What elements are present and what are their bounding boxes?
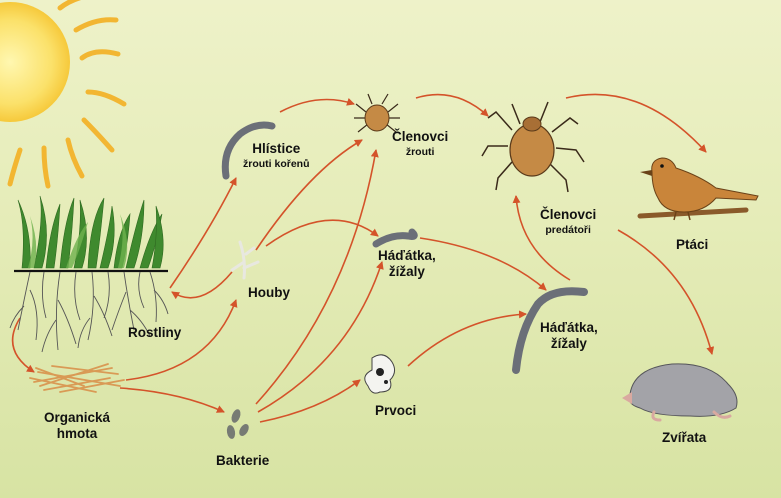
earthworm-icon-1 bbox=[372, 228, 418, 248]
arrow-clenovci-predatori bbox=[415, 93, 489, 117]
arrow-bakterie-hadatka bbox=[257, 261, 384, 413]
arrow-houby-hadatka bbox=[265, 219, 379, 247]
label-hlistice: Hlístice žrouti kořenů bbox=[243, 141, 310, 170]
arrow-rostliny-hlistice bbox=[169, 177, 237, 289]
arrow-prvoci-hadatka bbox=[407, 310, 527, 367]
mite-small-icon bbox=[354, 93, 400, 133]
label-rostliny: Rostliny bbox=[128, 325, 182, 340]
arrow-hadatka-predatori bbox=[512, 195, 571, 281]
label-hadatka-zizaly-1: Háďátka, žížaly bbox=[378, 248, 436, 279]
plants-icon bbox=[9, 195, 169, 353]
fungi-icon bbox=[230, 240, 260, 280]
label-bakterie: Bakterie bbox=[216, 453, 270, 468]
arrow-hlistice-clenovci bbox=[279, 97, 355, 113]
mole-icon bbox=[622, 363, 738, 422]
arrow-bakterie-prvoci bbox=[259, 379, 361, 423]
arrows bbox=[11, 93, 715, 423]
sun-icon bbox=[0, 0, 127, 189]
organic-matter-icon bbox=[29, 363, 125, 393]
label-organicka-hmota: Organická hmota bbox=[44, 410, 111, 441]
label-ptaci: Ptáci bbox=[676, 237, 709, 252]
earthworm-icon-2 bbox=[512, 287, 588, 374]
label-hadatka-zizaly-2: Háďátka, žížaly bbox=[540, 320, 598, 351]
label-zvirata: Zvířata bbox=[662, 430, 707, 445]
label-clenovci-predatori: Členovci predátoři bbox=[540, 207, 597, 236]
arrow-rostliny-organicka bbox=[11, 317, 35, 373]
arrow-organicka-houby bbox=[125, 299, 238, 381]
nematode-icon bbox=[221, 121, 276, 180]
label-houby: Houby bbox=[248, 285, 290, 300]
arrow-predatori-ptaci bbox=[565, 93, 707, 153]
label-prvoci: Prvoci bbox=[375, 403, 417, 418]
protozoa-icon bbox=[364, 354, 396, 394]
bacteria-icon bbox=[226, 409, 249, 439]
arrow-predatori-zvirata bbox=[617, 229, 715, 355]
arrow-houby-clenovci bbox=[255, 139, 363, 251]
arrow-houby-rostliny bbox=[171, 271, 233, 300]
arrow-hadatka-hadatka bbox=[419, 237, 547, 291]
bird-icon bbox=[637, 157, 759, 221]
arrow-bakterie-clenovci bbox=[255, 149, 379, 405]
label-clenovci-zrouti: Členovci žrouti bbox=[392, 129, 449, 158]
mite-predator-icon bbox=[481, 101, 585, 193]
arrow-organicka-bakterie bbox=[119, 387, 225, 413]
